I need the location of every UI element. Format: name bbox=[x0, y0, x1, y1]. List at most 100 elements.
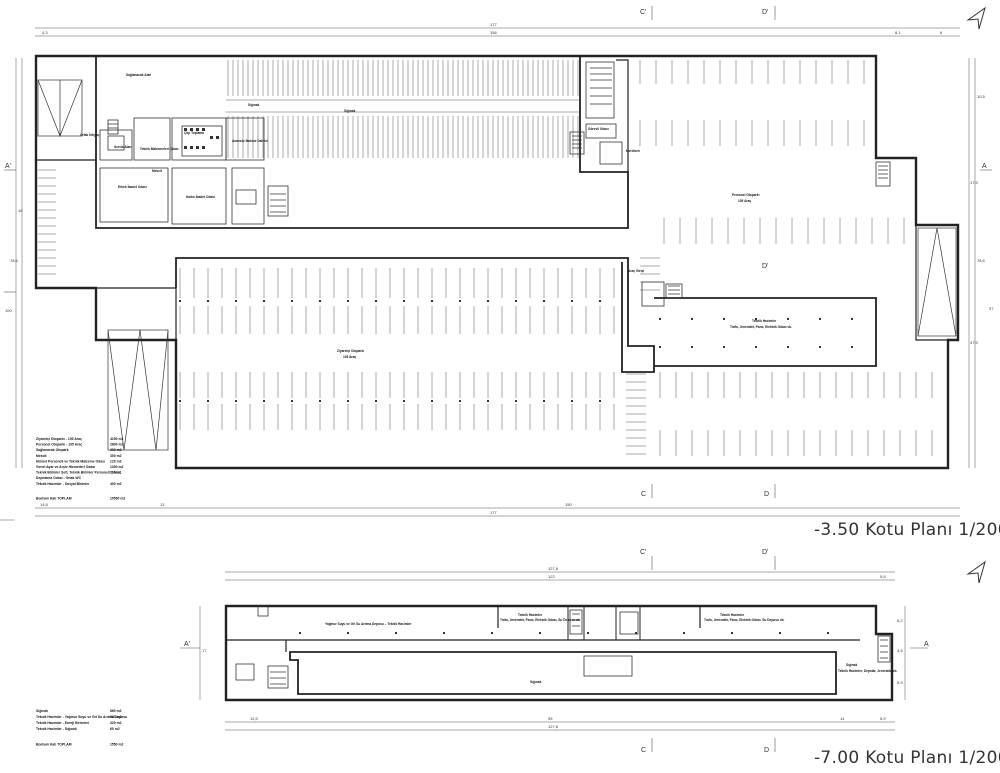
room-giris-label: Araç Girişi bbox=[628, 269, 644, 273]
lower-dim-bottom-mid: 95 bbox=[548, 716, 553, 721]
upper-plan-walls bbox=[34, 54, 960, 470]
lower-dim-bottom-a: 12,5 bbox=[250, 716, 259, 721]
column-dot bbox=[403, 400, 405, 402]
column-dot bbox=[263, 400, 265, 402]
column-dot bbox=[543, 300, 545, 302]
legend-value: 4150 m2 bbox=[110, 437, 123, 441]
room-merdiven-label: Merdiven bbox=[626, 149, 640, 153]
legend-label: Teknik Birimler Şefi, Teknik Birimler Pe… bbox=[36, 471, 121, 475]
lower-dim-bottom-r2: 5,9 bbox=[880, 716, 886, 721]
upper-dim-left-total: 100 bbox=[5, 308, 12, 313]
upper-wc-fixtures bbox=[184, 128, 219, 149]
upper-dim-top-r2: 8 bbox=[940, 30, 943, 35]
lower-plan-title: -7.00 Kotu Planı 1/200 bbox=[814, 748, 1000, 768]
room-depo-label: Teknik Malzemeleri Odası bbox=[140, 147, 179, 151]
lower-plan-walls bbox=[224, 604, 894, 702]
lower-teknik-b-sub: Trafo, Jeneratör, Pano, Elektrik Odası, … bbox=[704, 618, 785, 622]
upper-dim-top-mid: 156 bbox=[490, 30, 497, 35]
legend-label: Ziyaretçi Otoparkı - 105 Araç bbox=[36, 437, 82, 441]
upper-dim-right-b: 17,5 bbox=[970, 180, 979, 185]
column-dot bbox=[691, 318, 693, 320]
upper-plan-title: -3.50 Kotu Planı 1/200 bbox=[814, 520, 1000, 540]
legend-value: 860 m2 bbox=[110, 709, 122, 713]
upper-dim-top-left: 4,3 bbox=[42, 30, 48, 35]
upper-dim-right-d: 37 bbox=[989, 306, 994, 311]
column-dot bbox=[431, 300, 433, 302]
legend-value: 60 m2 bbox=[110, 727, 120, 731]
lower-dim-right-b: 4,5 bbox=[897, 648, 903, 653]
column-dot bbox=[691, 346, 693, 348]
column-dot bbox=[787, 346, 789, 348]
column-dot bbox=[587, 632, 589, 634]
column-dot bbox=[779, 632, 781, 634]
upper-dim-right-a: 10,5 bbox=[977, 94, 986, 99]
marker-a-prime-left: A' bbox=[5, 163, 11, 170]
upper-dim-bottom-left: 14,8 bbox=[40, 502, 49, 507]
column-dot bbox=[487, 400, 489, 402]
room-erkek-label: Erkek İbadet Odası bbox=[118, 185, 147, 189]
room-asansor-label: Asansör Makine Dairesi bbox=[232, 139, 268, 143]
legend-total-value: 10500 m2 bbox=[110, 496, 125, 500]
column-dot bbox=[571, 300, 573, 302]
legend-label: Teknik Hacimler - Enerji Birimleri bbox=[36, 721, 89, 725]
column-dot bbox=[235, 300, 237, 302]
column-dot bbox=[375, 300, 377, 302]
column-dot bbox=[515, 300, 517, 302]
column-dot bbox=[851, 346, 853, 348]
legend-value: 320 m2 bbox=[110, 715, 122, 719]
column-dot bbox=[375, 400, 377, 402]
legend-value: 400 m2 bbox=[110, 482, 122, 486]
lower-marker-a-prime: A' bbox=[184, 641, 190, 648]
column-dot bbox=[207, 400, 209, 402]
lower-cores bbox=[235, 605, 891, 689]
column-dot bbox=[291, 400, 293, 402]
lower-marker-c-prime: C' bbox=[640, 549, 646, 556]
room-otopark2-label: Personel Otoparkı bbox=[732, 193, 760, 197]
column-dot bbox=[787, 318, 789, 320]
legend-value: 120 m2 bbox=[110, 459, 122, 463]
column-dot bbox=[431, 400, 433, 402]
legend-label: Genel Ayar ve Arşiv Hizmetleri Odası bbox=[36, 465, 95, 469]
upper-dim-left-a: 18 bbox=[18, 208, 23, 213]
lower-corridor-label: Yağmur Suyu ve Gri Su Arıtma Deposu – Te… bbox=[325, 622, 412, 626]
column-dot bbox=[827, 632, 829, 634]
legend-value: 320 m2 bbox=[110, 721, 122, 725]
column-dot bbox=[599, 400, 601, 402]
marker-c-bottom: C bbox=[641, 491, 646, 498]
lower-column-dots bbox=[299, 632, 829, 634]
lower-marker-d: D bbox=[764, 747, 769, 754]
column-dot bbox=[459, 400, 461, 402]
column-dot bbox=[543, 400, 545, 402]
room-cop-label: Çöp Toplama bbox=[184, 131, 204, 135]
column-dot bbox=[683, 632, 685, 634]
column-dot bbox=[571, 400, 573, 402]
upper-dim-bottom-l2: 13 bbox=[160, 502, 165, 507]
room-teknik-label: Teknik Hacimler bbox=[752, 319, 777, 323]
room-otopark1-cap: 105 Araç bbox=[343, 355, 356, 359]
upper-dim-right-c: 78,6 bbox=[977, 258, 986, 263]
lower-section-markers bbox=[180, 556, 928, 752]
column-dot bbox=[319, 300, 321, 302]
room-mescit-label: Mescit bbox=[152, 169, 163, 173]
room-esnek-label: Ortak İhtiyaç bbox=[80, 133, 100, 137]
lower-dim-bottom-total: 127,8 bbox=[548, 724, 559, 729]
room-servis-label: Servis Alanı bbox=[114, 145, 132, 149]
room-yukleme-label: Sağlanacak Alan bbox=[126, 73, 151, 77]
legend-label: Teknik Hacimler - Sığınak bbox=[36, 727, 77, 731]
column-dot bbox=[723, 318, 725, 320]
lower-teknik-a-label: Teknik Hacimler bbox=[518, 613, 543, 617]
column-dot bbox=[659, 318, 661, 320]
column-dot bbox=[263, 300, 265, 302]
legend-label: Depolama Odası - Ortak WC bbox=[36, 476, 82, 480]
column-dot bbox=[347, 632, 349, 634]
column-dot bbox=[207, 300, 209, 302]
legend-value: 300 m2 bbox=[110, 448, 122, 452]
room-teknik-sub: Trafo, Jeneratör, Pano, Elektrik Odası v… bbox=[730, 325, 792, 329]
upper-dim-bottom-total: 177 bbox=[490, 510, 497, 515]
column-dot bbox=[491, 632, 493, 634]
legend-value: 110 m2 bbox=[110, 471, 121, 475]
legend-label: Sağlanacak Otopark bbox=[36, 448, 69, 452]
room-kadin-label: Kadın İbadet Odası bbox=[186, 195, 215, 199]
column-dot bbox=[299, 632, 301, 634]
